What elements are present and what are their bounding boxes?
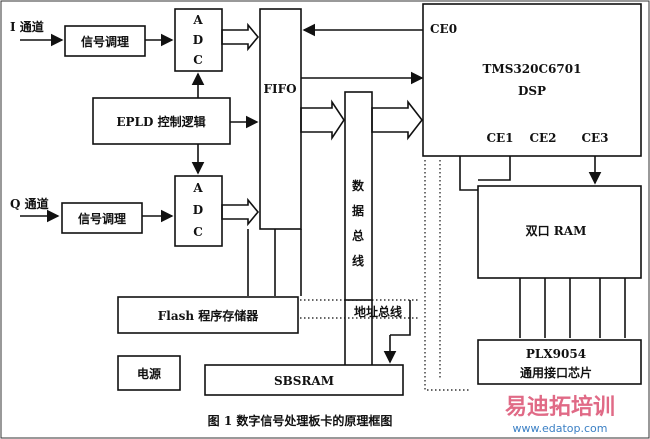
adc-q-letter-d: D (193, 203, 203, 217)
fifo-to-databus-arrow (300, 99, 345, 141)
figure-caption: 图 1 数字信号处理板卡的原理框图 (208, 413, 393, 428)
watermark-brand: 易迪拓培训 (505, 394, 615, 420)
databus-to-dsp-arrow (371, 99, 424, 141)
i-channel-label: I 通道 (10, 19, 44, 34)
dsp-bus-line (459, 156, 478, 191)
epld-label: EPLD 控制逻辑 (116, 114, 205, 129)
data-bus-char-2: 据 (352, 203, 364, 218)
adc-i-letter-d: D (193, 33, 203, 47)
power-label: 电源 (137, 366, 161, 381)
adc-q-to-fifo-arrow (221, 197, 260, 227)
q-channel-label: Q 通道 (10, 196, 49, 211)
signal-cond-q-box (61, 202, 143, 234)
fifo-box (259, 8, 302, 230)
data-bus-char-1: 数 (352, 178, 365, 193)
adc-q-letter-a: A (192, 181, 203, 195)
signal-cond-q-label: 信号调理 (78, 211, 126, 226)
dsp-sub-label: DSP (518, 84, 546, 98)
ce3-label: CE3 (581, 131, 608, 145)
adc-q-box (174, 175, 223, 247)
fifo-label: FIFO (263, 82, 296, 96)
watermark-url: www.edatop.com (513, 422, 608, 435)
dsp-bus-line (478, 156, 511, 181)
flash-box (117, 296, 299, 334)
dotted-bus-line (424, 160, 470, 391)
dual-ram-label: 双口 RAM (526, 224, 587, 238)
adc-q-letter-c: C (193, 225, 203, 239)
sbsram-box (204, 364, 404, 396)
data-bus-box (344, 91, 373, 301)
flash-label: Flash 程序存储器 (158, 308, 260, 323)
bus-line (390, 300, 411, 336)
dual-ram-box (477, 185, 642, 279)
signal-cond-i-box (64, 25, 146, 57)
plx-box (477, 339, 642, 385)
epld-box (92, 97, 231, 145)
ce2-label: CE2 (529, 131, 556, 145)
adc-i-letter-a: A (192, 13, 203, 27)
signal-cond-i-label: 信号调理 (81, 34, 129, 49)
power-box (117, 355, 181, 391)
plx-line1: PLX9054 (526, 347, 586, 361)
ce1-label: CE1 (486, 131, 513, 145)
data-bus-char-4: 线 (352, 253, 364, 268)
adc-i-letter-c: C (193, 53, 203, 67)
plx-line2: 通用接口芯片 (520, 365, 592, 380)
addr-bus-label: 地址总线 (354, 304, 402, 319)
adc-i-to-fifo-arrow (221, 22, 260, 52)
dsp-name-label: TMS320C6701 (483, 62, 582, 76)
ce0-label: CE0 (430, 22, 457, 36)
dsp-box (422, 3, 642, 157)
data-bus-char-3: 总 (352, 228, 364, 243)
sbsram-label: SBSRAM (274, 374, 334, 388)
